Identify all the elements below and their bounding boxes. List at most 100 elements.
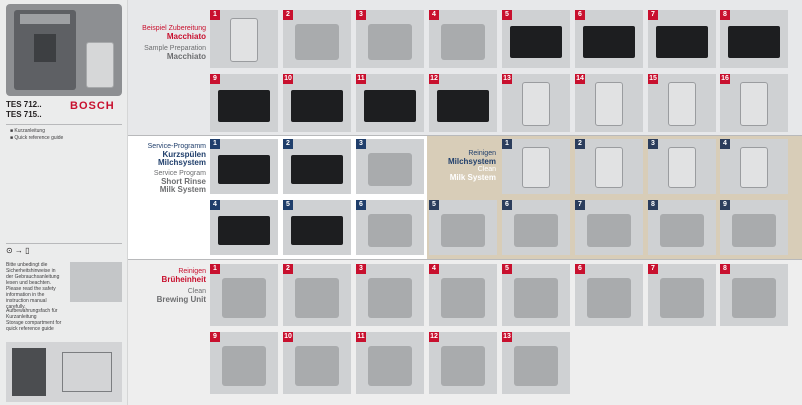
step-number: 2: [283, 139, 293, 149]
step-number: 3: [356, 10, 366, 20]
clean-milk-label: Reinigen Milchsystem Clean Milk System: [447, 150, 496, 182]
step-number: 8: [720, 10, 730, 20]
step-number: 2: [575, 139, 585, 149]
step-number: 1: [210, 139, 220, 149]
step-tile: 6: [356, 200, 424, 255]
step-tile: 6: [575, 10, 643, 68]
brewing-label: Reinigen Brüheinheit Clean Brewing Unit: [156, 268, 206, 304]
step-number: 6: [502, 200, 512, 210]
step-number: 7: [648, 264, 658, 274]
step-tile: 10: [283, 74, 351, 132]
illustration: [291, 90, 343, 122]
model-name-2: TES 715..: [6, 110, 42, 119]
info-arrow-icon: ⊙ → ▯: [6, 246, 30, 255]
step-tile: 3: [356, 264, 424, 326]
storage-compartment-photo: [6, 342, 122, 402]
illustration: [656, 26, 708, 58]
illustration: [595, 147, 623, 188]
step-tile: 4: [429, 264, 497, 326]
step-tile: 8: [720, 264, 788, 326]
step-tile: 11: [356, 332, 424, 394]
step-number: 8: [648, 200, 658, 210]
step-number: 6: [356, 200, 366, 210]
step-tile: 14: [575, 74, 643, 132]
step-tile: 8: [720, 10, 788, 68]
step-tile: 5: [429, 200, 497, 255]
storage-text-de: Aufbewahrungsfach für Kurzanleitung: [6, 308, 58, 320]
step-tile: 7: [648, 10, 716, 68]
safety-text-de: Bitte unbedingt die Sicherheitshinweise …: [6, 262, 60, 286]
step-number: 6: [575, 10, 585, 20]
illustration: [222, 346, 266, 386]
step-tile: 2: [283, 10, 351, 68]
illustration: [587, 214, 631, 247]
step-number: 4: [210, 200, 220, 210]
step-number: 3: [356, 264, 366, 274]
illustration: [291, 155, 343, 184]
illustration: [218, 90, 270, 122]
step-tile: 13: [502, 332, 570, 394]
step-tile: 15: [648, 74, 716, 132]
illustration: [368, 214, 412, 247]
step-number: 7: [575, 200, 585, 210]
illustration: [522, 82, 550, 126]
step-number: 4: [429, 264, 439, 274]
illustration: [668, 147, 696, 188]
step-tile: 4: [210, 200, 278, 255]
illustration: [732, 214, 776, 247]
illustration: [510, 26, 562, 58]
step-number: 9: [210, 332, 220, 342]
step-tile: 1: [210, 264, 278, 326]
step-number: 6: [575, 264, 585, 274]
step-number: 16: [720, 74, 730, 84]
step-number: 13: [502, 332, 512, 342]
step-tile: 9: [210, 332, 278, 394]
step-number: 4: [429, 10, 439, 20]
step-number: 5: [429, 200, 439, 210]
step-tile: 6: [502, 200, 570, 255]
step-number: 3: [356, 139, 366, 149]
step-tile: 3: [356, 10, 424, 68]
rinse-label: Service-Programm Kurzspülen Milchsystem …: [147, 143, 206, 194]
step-number: 2: [283, 10, 293, 20]
coffee-machine-photo: [6, 4, 122, 96]
illustration: [368, 346, 412, 386]
illustration: [295, 278, 339, 318]
step-number: 2: [283, 264, 293, 274]
illustration: [587, 278, 631, 318]
illustration: [514, 214, 558, 247]
illustration: [441, 24, 485, 60]
step-tile: 4: [720, 139, 788, 194]
step-tile: 1: [502, 139, 570, 194]
step-number: 13: [502, 74, 512, 84]
illustration: [740, 147, 768, 188]
model-name-1: TES 712..: [6, 100, 42, 109]
step-tile: 3: [648, 139, 716, 194]
macchiato-label: Beispiel Zubereitung Macchiato Sample Pr…: [142, 25, 206, 61]
step-tile: 5: [502, 264, 570, 326]
step-tile: 1: [210, 10, 278, 68]
step-tile: 1: [210, 139, 278, 194]
illustration: [441, 346, 485, 386]
step-number: 11: [356, 74, 366, 84]
step-number: 12: [429, 332, 439, 342]
illustration: [514, 278, 558, 318]
cover-panel: TES 712.. TES 715.. BOSCH ■ Kurzanleitun…: [0, 0, 128, 405]
illustration: [368, 24, 412, 60]
step-tile: 11: [356, 74, 424, 132]
step-number: 14: [575, 74, 585, 84]
illustration: [368, 153, 412, 186]
step-tile: 3: [356, 139, 424, 194]
illustration: [740, 82, 768, 126]
step-number: 11: [356, 332, 366, 342]
step-number: 3: [648, 139, 658, 149]
illustration: [583, 26, 635, 58]
illustration: [728, 26, 780, 58]
step-number: 5: [283, 200, 293, 210]
step-tile: 9: [210, 74, 278, 132]
bosch-logo: BOSCH: [70, 100, 115, 112]
illustration: [441, 214, 485, 247]
step-tile: 2: [575, 139, 643, 194]
step-tile: 2: [283, 139, 351, 194]
step-tile: 5: [283, 200, 351, 255]
